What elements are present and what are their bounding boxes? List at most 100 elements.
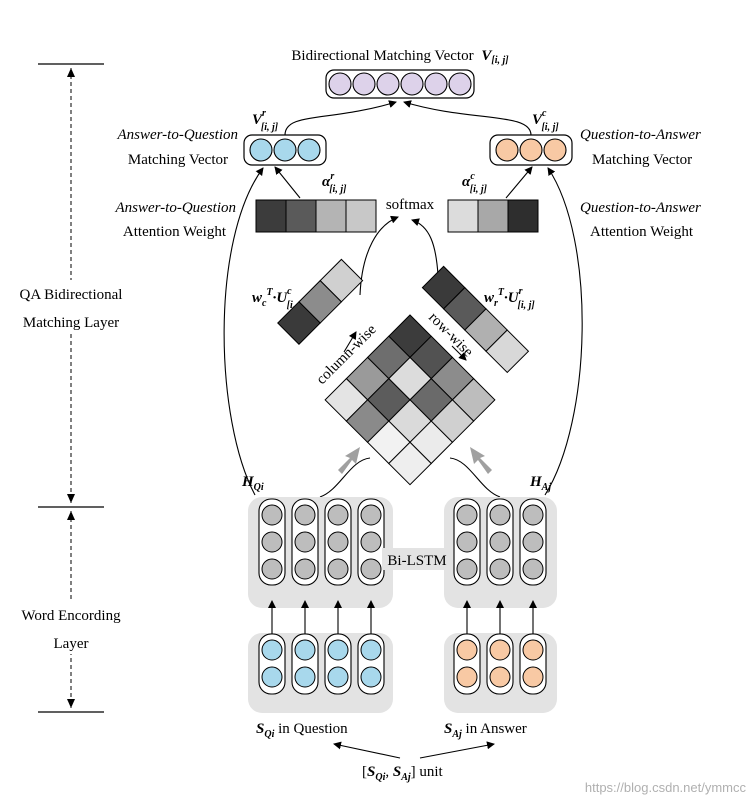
hidden-a-label: HAj — [529, 474, 551, 493]
unit-node — [489, 666, 511, 688]
unit-node — [261, 666, 283, 688]
unit-node — [360, 531, 382, 553]
input-to-lstm-arrows — [268, 600, 537, 634]
word-layer-label-2: Layer — [54, 636, 89, 652]
unit-node — [327, 531, 349, 553]
matrix-cell — [388, 441, 432, 486]
qa-layer-label-1: QA Bidirectional — [20, 287, 123, 303]
hidden-q-label: HQi — [241, 474, 264, 493]
attention-cell — [255, 199, 287, 233]
unit-node — [489, 531, 511, 553]
unit-label: [SQi, SAj] unit — [362, 764, 444, 783]
left-vector-label-2: Matching Vector — [128, 152, 228, 168]
left-alpha: αr[i, j] — [322, 171, 347, 195]
attention-cell — [285, 199, 317, 233]
watermark: https://blog.csdn.net/ymmcc — [585, 780, 747, 795]
attention-cell — [477, 199, 509, 233]
interaction-matrix — [324, 314, 496, 486]
unit-node — [294, 558, 316, 580]
unit-node — [456, 558, 478, 580]
connection-arrows — [223, 100, 583, 498]
layer-annotations: QA Bidirectional Matching Layer Word Enc… — [10, 63, 132, 713]
unit-arrows — [333, 741, 495, 759]
top-title: Bidirectional Matching Vector V[i, j] — [291, 48, 509, 66]
left-vector-symbol: Vr[i, j] — [252, 108, 279, 133]
vector-node — [297, 138, 321, 162]
vector-node — [273, 138, 297, 162]
output-node — [376, 72, 400, 96]
softmax-label: softmax — [386, 197, 435, 213]
unit-node — [294, 639, 316, 661]
output-node — [352, 72, 376, 96]
unit-node — [360, 504, 382, 526]
projection-cell — [485, 329, 530, 374]
output-node — [328, 72, 352, 96]
right-alpha: αc[i, j] — [462, 171, 488, 195]
attention-cell — [447, 199, 479, 233]
projection-cell — [277, 301, 321, 345]
unit-node — [261, 531, 283, 553]
unit-node — [327, 558, 349, 580]
unit-node — [456, 531, 478, 553]
unit-node — [522, 639, 544, 661]
right-vector-label-1: Question-to-Answer — [580, 127, 701, 143]
right-projection-formula: wrT·Ur[i, j] — [484, 286, 535, 311]
right-feed-arrow — [470, 447, 492, 474]
right-weight-label-2: Attention Weight — [590, 224, 694, 240]
feed-arrows — [338, 447, 492, 474]
unit-node — [294, 666, 316, 688]
unit-node — [261, 504, 283, 526]
attention-cell — [345, 199, 377, 233]
question-bilstm-panel — [248, 497, 393, 608]
unit-node — [360, 666, 382, 688]
unit-node — [261, 558, 283, 580]
unit-node — [456, 639, 478, 661]
left-projection: wcT·Uc[i, j] — [252, 258, 364, 345]
qa-layer-label-2: Matching Layer — [23, 315, 119, 331]
unit-node — [522, 531, 544, 553]
vector-node — [519, 138, 543, 162]
unit-node — [360, 558, 382, 580]
vector-node — [495, 138, 519, 162]
unit-node — [522, 558, 544, 580]
unit-node — [294, 531, 316, 553]
unit-node — [489, 558, 511, 580]
unit-node — [456, 666, 478, 688]
unit-node — [360, 639, 382, 661]
unit-node — [261, 639, 283, 661]
unit-node — [522, 504, 544, 526]
output-node — [424, 72, 448, 96]
answer-input-panel — [444, 633, 557, 713]
bidirectional-matching-vector: Bidirectional Matching Vector V[i, j] — [291, 48, 509, 99]
attention-cell — [507, 199, 539, 233]
unit-node — [294, 504, 316, 526]
unit-node — [489, 504, 511, 526]
left-weight-label-2: Attention Weight — [123, 224, 227, 240]
right-projection: wrT·Ur[i, j] — [421, 265, 535, 374]
question-input-panel — [248, 633, 393, 713]
right-attention-weight: αc[i, j] Question-to-Answer Attention We… — [447, 171, 701, 240]
answer-input-label: SAj in Answer — [444, 721, 527, 740]
answer-bilstm-panel — [444, 497, 557, 608]
unit-node — [327, 504, 349, 526]
question-input-label: SQi in Question — [256, 721, 348, 740]
right-vector-label-2: Matching Vector — [592, 152, 692, 168]
attention-cell — [315, 199, 347, 233]
vector-node — [249, 138, 273, 162]
left-weight-label-1: Answer-to-Question — [114, 200, 236, 216]
right-matching-vector: Vc[i, j] Question-to-Answer Matching Vec… — [489, 108, 701, 168]
wise-arrows — [343, 331, 467, 361]
right-weight-label-1: Question-to-Answer — [580, 200, 701, 216]
left-vector-label-1: Answer-to-Question — [116, 127, 238, 143]
unit-node — [456, 504, 478, 526]
left-matching-vector: Vr[i, j] Answer-to-Question Matching Vec… — [116, 108, 327, 168]
unit-node — [522, 666, 544, 688]
vector-node — [543, 138, 567, 162]
output-node — [448, 72, 472, 96]
left-attention-weight: αr[i, j] Answer-to-Question Attention We… — [114, 171, 377, 240]
left-feed-arrow — [338, 447, 360, 474]
unit-node — [327, 639, 349, 661]
output-node — [400, 72, 424, 96]
unit-node — [327, 666, 349, 688]
